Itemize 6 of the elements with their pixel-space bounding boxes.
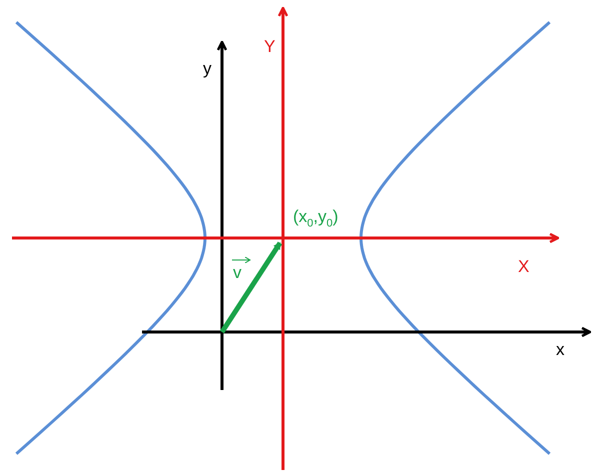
axis-label: y: [203, 60, 212, 77]
vector-label: v: [233, 264, 242, 281]
axis-label: Y: [264, 38, 276, 55]
axis-label: x: [556, 341, 564, 358]
point-label: (x$_{0}$,y$_{0}$): [293, 208, 338, 230]
axis-label: X: [518, 258, 530, 275]
